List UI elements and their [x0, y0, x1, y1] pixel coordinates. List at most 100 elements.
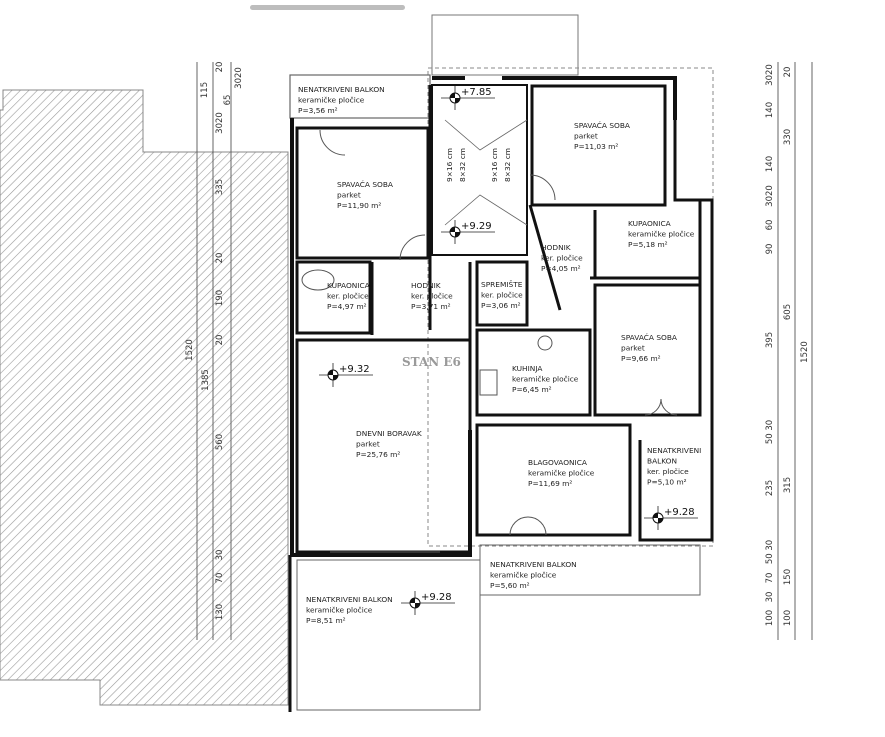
room-detail: P=6,45 m²: [512, 385, 552, 394]
room-name: KUPAONICA: [628, 219, 671, 228]
dimension-label: 70: [215, 573, 225, 584]
room-label: NENATKRIVENI BALKON keramičke pločiceP=3,…: [298, 85, 385, 115]
room-detail: P=11,69 m²: [528, 479, 572, 488]
room-detail: P=3,71 m²: [411, 302, 451, 311]
room-detail: P=3,06 m²: [481, 301, 521, 310]
room-name: SPAVAĆA SOBA: [574, 121, 630, 130]
hatched-terrace: [0, 89, 289, 706]
dimension-label: 20: [215, 62, 225, 73]
dimension-label: 330: [783, 129, 793, 145]
dimension-label: 20: [215, 253, 225, 264]
dimension-label: 335: [215, 179, 225, 195]
room-detail: BALKON: [647, 457, 677, 466]
room-detail: P=3,56 m²: [298, 106, 338, 115]
room-name: BLAGOVAONICA: [528, 458, 587, 467]
room-detail: P=5,10 m²: [647, 478, 687, 487]
room-label: NENATKRIVENI BALKON keramičke pločiceP=8,…: [306, 595, 393, 625]
dimension-label: 30: [215, 550, 225, 561]
dimension-label: 140: [765, 156, 775, 172]
room-name: NENATKRIVENI: [647, 446, 701, 455]
dimension-label: 315: [783, 477, 793, 493]
dimension-label: 100: [765, 610, 775, 626]
room-detail: keramičke pločice: [628, 230, 695, 239]
dimension-label: 70: [765, 573, 775, 584]
dimension-label: 3020: [765, 185, 775, 207]
dimension-label: 140: [765, 102, 775, 118]
dimension-label: 20: [783, 67, 793, 78]
room-detail: ker. pločice: [541, 254, 583, 263]
room-name: NENATKRIVENI BALKON: [306, 595, 393, 604]
room-detail: parket: [356, 440, 380, 449]
dimension-label: 150: [783, 569, 793, 585]
dimension-label: 3020: [215, 112, 225, 134]
dimension-label: 130: [215, 604, 225, 620]
room-detail: ker. pločice: [647, 467, 689, 476]
dimension-label: 50 30: [765, 420, 775, 444]
dimension-label: 1385: [201, 369, 211, 391]
dimension-label: 3020: [765, 64, 775, 86]
room-detail: P=8,51 m²: [306, 616, 346, 625]
room-detail: P=4,97 m²: [327, 302, 367, 311]
watermark-label: STAN E6: [402, 355, 461, 369]
scrollbar[interactable]: [250, 5, 405, 10]
dimension-label: 90: [765, 244, 775, 255]
room-name: SPAVAĆA SOBA: [337, 180, 393, 189]
room-name: NENATKRIVENI BALKON: [490, 560, 577, 569]
room-detail: ker. pločice: [327, 292, 369, 301]
dimension-label: 30: [765, 592, 775, 603]
room-name: SPREMIŠTE: [481, 280, 523, 289]
stair-label: 9×16 cm: [445, 148, 454, 182]
elevation-value: +9.28: [421, 592, 452, 603]
room-detail: keramičke pločice: [298, 96, 365, 105]
room-detail: P=25,76 m²: [356, 450, 400, 459]
dimension-label: 235: [765, 480, 775, 496]
dimension-label: 605: [783, 304, 793, 320]
dimension-lines: [196, 62, 813, 640]
room-name: DNEVNI BORAVAK: [356, 429, 422, 438]
room-name: KUHINJA: [512, 364, 542, 373]
room-detail: P=5,18 m²: [628, 240, 668, 249]
room-detail: ker. pločice: [411, 292, 453, 301]
dimension-label: 3020: [234, 67, 244, 89]
room-name: HODNIK: [411, 281, 441, 290]
room-detail: keramičke pločice: [306, 606, 373, 615]
room-name: KUPAONICA: [327, 281, 370, 290]
elevation-marker: +9.28: [401, 591, 455, 615]
room-detail: P=11,90 m²: [337, 201, 381, 210]
elevation-value: +9.29: [461, 221, 492, 232]
dimension-label: 1520: [800, 341, 810, 363]
room-detail: P=11,03 m²: [574, 142, 618, 151]
dimension-label: 60: [765, 220, 775, 231]
elevation-marker: +7.85: [441, 86, 495, 110]
room-detail: ker. pločice: [481, 291, 523, 300]
room-detail: keramičke pločice: [490, 571, 557, 580]
dimension-label: 1520: [185, 339, 195, 361]
room-detail: parket: [621, 344, 645, 353]
stair-label: 8×32 cm: [503, 148, 512, 182]
dimension-label: 100: [783, 610, 793, 626]
elevation-marker: +9.29: [441, 220, 495, 244]
dimension-label: 20: [215, 335, 225, 346]
walls: [288, 14, 714, 712]
elevation-marker: +9.28: [644, 506, 698, 530]
room-detail: P=9,66 m²: [621, 354, 661, 363]
dimension-label: 65: [223, 95, 233, 106]
elevation-value: +9.28: [664, 507, 695, 518]
dimension-label: 560: [215, 434, 225, 450]
room-name: NENATKRIVENI BALKON: [298, 85, 385, 94]
room-name: HODNIK: [541, 243, 571, 252]
dimension-label: 50 30: [765, 540, 775, 564]
